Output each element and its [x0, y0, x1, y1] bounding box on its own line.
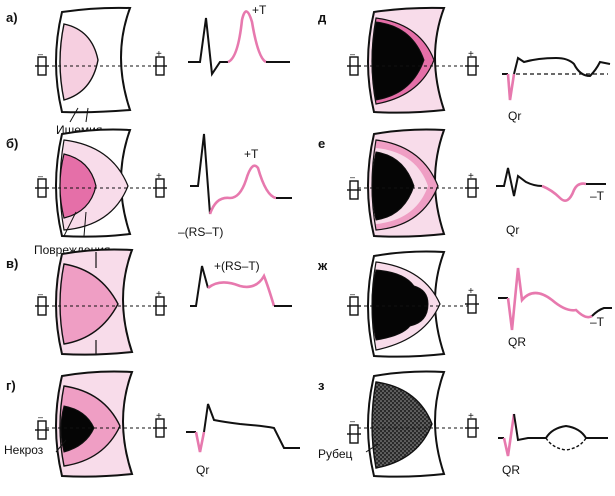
- ischemia-zone: [59, 23, 99, 101]
- panel-e: е – + Qr –T: [318, 128, 606, 238]
- zone-label: Некроз: [4, 443, 44, 457]
- panel-letter: б): [6, 136, 18, 151]
- minus-sign: –: [350, 172, 355, 182]
- ecg-label-2: –(RS–T): [178, 225, 223, 239]
- panel-z: з – + Рубец QR: [318, 370, 608, 478]
- heart-segment: [367, 128, 446, 238]
- necrosis-zone: [371, 21, 425, 101]
- panel-a: а) – + Ишемия +T: [6, 3, 290, 137]
- panel-letter: а): [6, 10, 18, 25]
- plus-sign: +: [468, 411, 474, 422]
- panel-letter: е: [318, 136, 325, 151]
- panel-zh: ж – + QR –T: [317, 250, 612, 358]
- ecg-label: QR: [502, 463, 520, 477]
- ecg-label: Qr: [196, 463, 209, 477]
- negative-electrode: [34, 420, 50, 440]
- ecg-label: QR: [508, 335, 526, 349]
- minus-sign: –: [350, 49, 355, 59]
- plus-sign: +: [156, 289, 162, 300]
- injury-zone: [59, 153, 97, 219]
- negative-electrode: [34, 296, 50, 316]
- panel-letter: ж: [317, 258, 328, 273]
- heart-segment: [55, 248, 134, 356]
- plus-sign: +: [156, 411, 162, 422]
- negative-electrode: [34, 56, 50, 76]
- plus-sign: +: [468, 49, 474, 60]
- minus-sign: –: [38, 49, 43, 59]
- minus-sign: –: [38, 171, 43, 181]
- heart-segment: [367, 370, 446, 478]
- necrosis-zone: [371, 269, 429, 341]
- ecg-trace: [498, 413, 608, 457]
- minus-sign: –: [350, 416, 355, 426]
- ecg-trace: [498, 267, 612, 331]
- zone-label: Рубец: [318, 447, 353, 461]
- plus-sign: +: [468, 171, 474, 182]
- ecg-label: +T: [244, 147, 259, 161]
- ecg-label: +(RS–T): [214, 259, 260, 273]
- ecg-label-2: –T: [590, 315, 605, 329]
- heart-segment: [367, 6, 446, 114]
- panel-letter: з: [318, 378, 325, 393]
- plus-sign: +: [156, 49, 162, 60]
- heart-segment: [55, 6, 132, 114]
- plus-sign: +: [156, 171, 162, 182]
- heart-segment: [367, 250, 446, 358]
- ecg-label: Qr: [508, 109, 521, 123]
- plus-sign: +: [468, 286, 474, 297]
- heart-segment: [55, 370, 134, 478]
- negative-electrode: [346, 56, 362, 76]
- ecg-trace: [186, 403, 300, 453]
- ecg-label: Qr: [506, 223, 519, 237]
- ecg-trace: [502, 56, 611, 101]
- necrosis-zone: [371, 151, 415, 221]
- minus-sign: –: [38, 412, 43, 422]
- ecg-trace: [496, 167, 606, 202]
- positive-electrode: [464, 294, 480, 314]
- ecg-trace: [190, 265, 292, 307]
- ecg-trace: [188, 10, 290, 77]
- panel-letter: в): [6, 256, 18, 271]
- panel-b: б) – + Повреждения +T –(RS–T): [6, 128, 292, 257]
- injury-zone: [59, 263, 119, 345]
- panel-letter: д: [318, 10, 327, 25]
- negative-electrode: [346, 180, 362, 200]
- ecg-label-2: –T: [590, 189, 605, 203]
- panel-d: д – + Qr: [318, 6, 611, 123]
- negative-electrode: [346, 296, 362, 316]
- minus-sign: –: [38, 289, 43, 299]
- ecg-trace: [190, 133, 292, 215]
- panel-g: г) – + Некроз Qr: [4, 370, 300, 478]
- negative-electrode: [34, 178, 50, 198]
- minus-sign: –: [350, 289, 355, 299]
- ecg-label: +T: [252, 3, 267, 17]
- scar-zone: [371, 381, 433, 469]
- heart-segment: [55, 128, 132, 238]
- panel-v: в) – + +(RS–T): [6, 248, 292, 356]
- panel-letter: г): [6, 378, 16, 393]
